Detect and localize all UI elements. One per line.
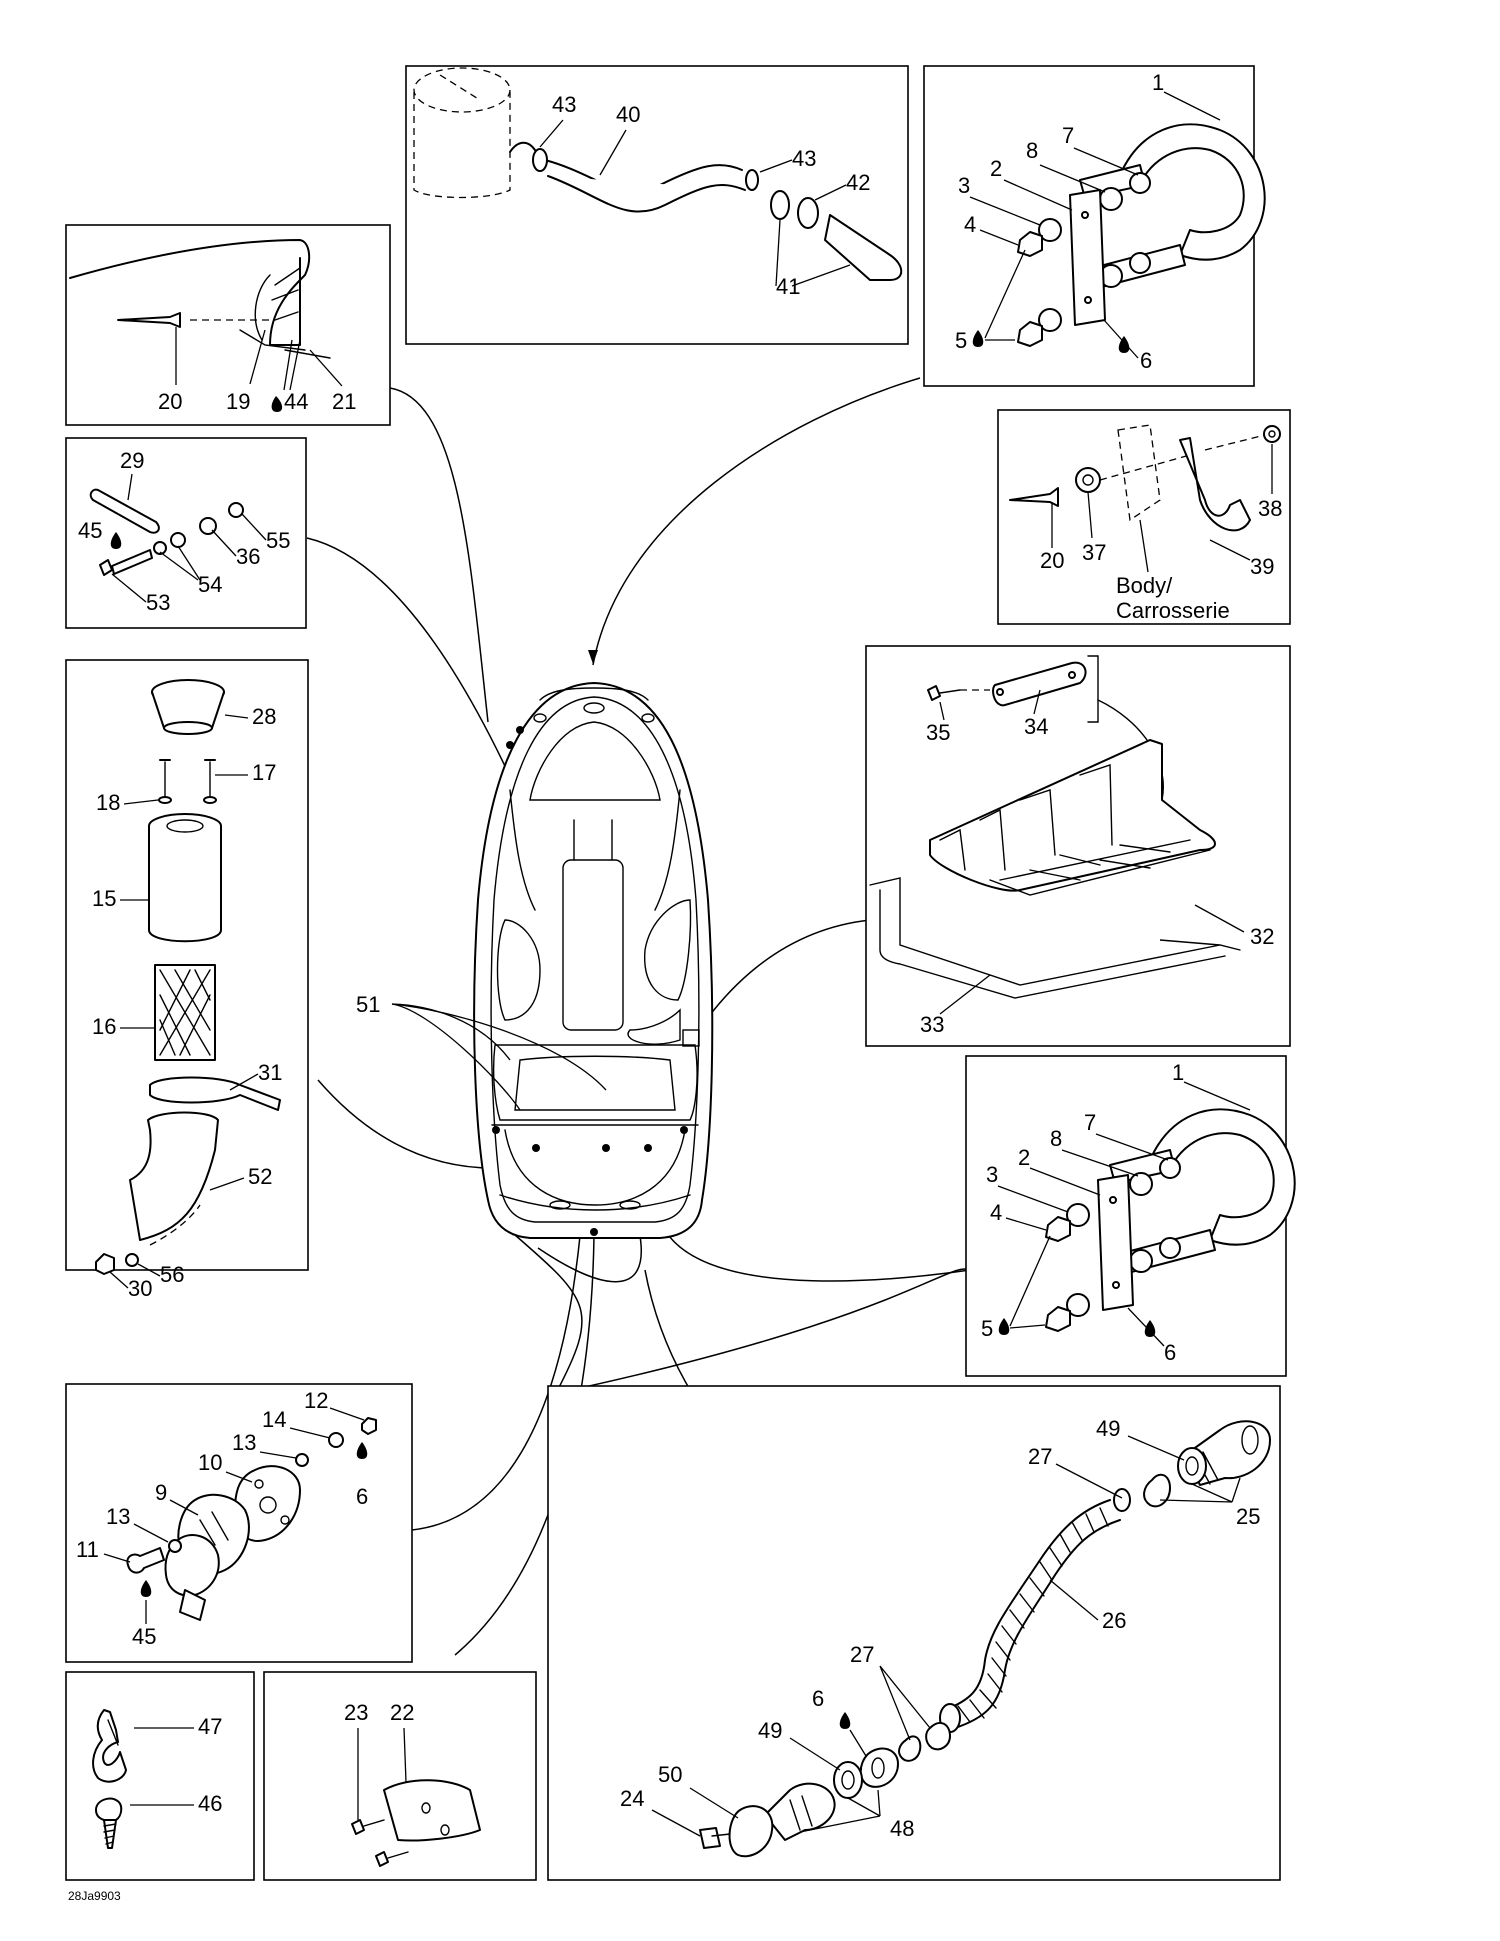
panel-fasteners: 47 46 (65, 1671, 255, 1881)
callout-11: 11 (76, 1537, 99, 1562)
callout-23: 23 (344, 1700, 368, 1725)
callout-15: 15 (92, 886, 116, 911)
callout-33: 33 (920, 1012, 944, 1037)
callout-22: 22 (390, 1700, 414, 1725)
panel-vent-hose: 43 40 43 42 41 (405, 65, 909, 345)
panel-footrest-rack: 35 34 32 33 (865, 645, 1291, 1047)
callout-5: 5 (955, 328, 967, 353)
callout-10: 10 (198, 1450, 222, 1475)
callout-25: 25 (1236, 1504, 1260, 1529)
callout-54: 54 (198, 572, 222, 597)
callout-53: 53 (146, 590, 170, 615)
drawing-code: 28Ja9903 (68, 1889, 121, 1903)
callout-42: 42 (846, 170, 870, 195)
callout-5b: 5 (981, 1316, 993, 1341)
callout-29: 29 (120, 448, 144, 473)
callout-48: 48 (890, 1816, 914, 1841)
callout-52: 52 (248, 1164, 272, 1189)
callout-28: 28 (252, 704, 276, 729)
callout-7: 7 (1062, 123, 1074, 148)
panel-grab-handle: 23 22 (263, 1671, 537, 1881)
callout-44: 44 (284, 389, 308, 414)
callout-35: 35 (926, 720, 950, 745)
callout-13: 13 (232, 1430, 256, 1455)
callout-8b: 8 (1050, 1126, 1062, 1151)
callout-31: 31 (258, 1060, 282, 1085)
callout-20b: 20 (1040, 548, 1064, 573)
boat-hull (473, 682, 714, 1239)
callout-56: 56 (160, 1262, 184, 1287)
panel-drain-plug: 12 14 13 10 9 13 11 6 45 (65, 1383, 413, 1663)
callout-50: 50 (658, 1762, 682, 1787)
callout-1: 1 (1152, 70, 1164, 95)
callout-16: 16 (92, 1014, 116, 1039)
callout-49b: 49 (758, 1718, 782, 1743)
body-label-line1: Body/ (1116, 573, 1173, 598)
panel-tow-eye-top: 1 7 8 2 3 4 5 6 (923, 65, 1266, 387)
callout-43: 43 (552, 92, 576, 117)
body-label-line2: Carrosserie (1116, 598, 1230, 623)
callout-4b: 4 (990, 1200, 1002, 1225)
callout-39: 39 (1250, 554, 1274, 579)
callout-49: 49 (1096, 1416, 1120, 1441)
callout-51-leaders: 51 (356, 992, 607, 1111)
callout-7b: 7 (1084, 1110, 1096, 1135)
callout-34: 34 (1024, 714, 1048, 739)
panel-bolt-set: 29 45 55 36 54 53 (65, 437, 307, 629)
panel-body-clip: 20 37 38 39 Body/ Carrosserie (997, 409, 1291, 625)
callout-3: 3 (958, 173, 970, 198)
callout-37: 37 (1082, 540, 1106, 565)
callout-12: 12 (304, 1388, 328, 1413)
callout-2: 2 (990, 156, 1002, 181)
callout-38: 38 (1258, 496, 1282, 521)
callout-2b: 2 (1018, 1145, 1030, 1170)
callout-40: 40 (616, 102, 640, 127)
panel-vent-tube: 28 17 18 15 16 31 52 30 56 (65, 659, 309, 1301)
callout-43b: 43 (792, 146, 816, 171)
callout-13b: 13 (106, 1504, 130, 1529)
panel-drain-hose: 49 27 25 26 27 6 49 50 24 48 (547, 1385, 1281, 1881)
callout-9: 9 (155, 1480, 167, 1505)
panel-hood-rivet: 20 19 44 21 (65, 224, 391, 426)
panel-tow-eye-bottom: 1 7 8 2 3 4 5 6 (965, 1055, 1296, 1377)
callout-6: 6 (1140, 348, 1152, 373)
callout-6b: 6 (1164, 1340, 1176, 1365)
callout-30: 30 (128, 1276, 152, 1301)
callout-14: 14 (262, 1407, 286, 1432)
callout-46: 46 (198, 1791, 222, 1816)
callout-26: 26 (1102, 1608, 1126, 1633)
callout-19: 19 (226, 389, 250, 414)
callout-27: 27 (1028, 1444, 1052, 1469)
callout-18: 18 (96, 790, 120, 815)
callout-6d: 6 (812, 1686, 824, 1711)
callout-8: 8 (1026, 138, 1038, 163)
callout-27b: 27 (850, 1642, 874, 1667)
callout-1b: 1 (1172, 1060, 1184, 1085)
callout-6c: 6 (356, 1484, 368, 1509)
callout-45b: 45 (132, 1624, 156, 1649)
callout-55: 55 (266, 528, 290, 553)
callout-3b: 3 (986, 1162, 998, 1187)
callout-47: 47 (198, 1714, 222, 1739)
callout-17: 17 (252, 760, 276, 785)
callout-32: 32 (1250, 924, 1274, 949)
callout-51: 51 (356, 992, 380, 1017)
callout-45: 45 (78, 518, 102, 543)
callout-41: 41 (776, 274, 800, 299)
callout-21: 21 (332, 389, 356, 414)
callout-20: 20 (158, 389, 182, 414)
callout-36: 36 (236, 544, 260, 569)
callout-4: 4 (964, 212, 976, 237)
callout-24: 24 (620, 1786, 644, 1811)
